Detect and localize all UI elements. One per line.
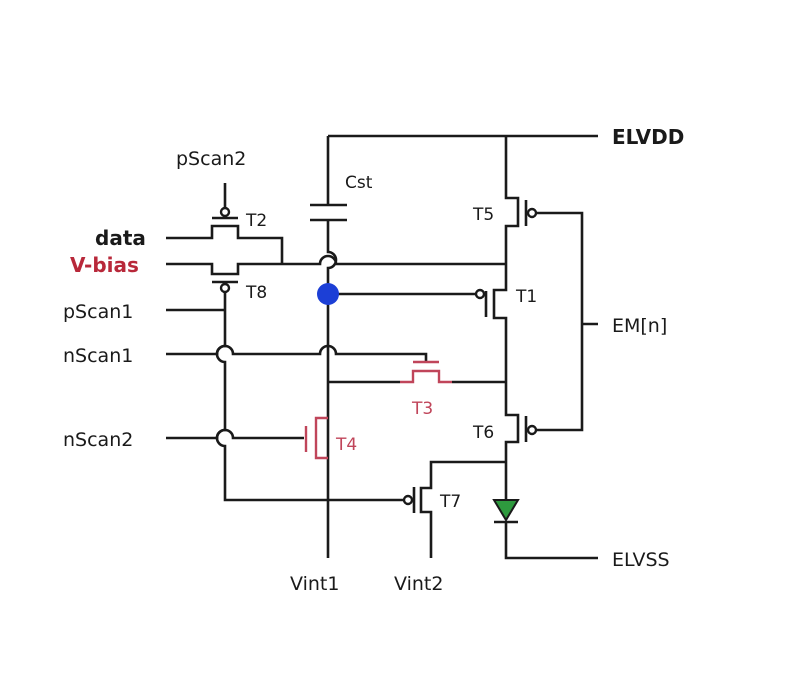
oled-diode — [492, 499, 520, 522]
t5-gate-bubble — [526, 207, 538, 219]
t2-gate — [212, 183, 238, 220]
t2-gate-bubble — [219, 206, 231, 218]
t8-label: T8 — [245, 283, 267, 303]
t3-label: T3 — [411, 399, 433, 419]
t1-gate-bubble — [474, 288, 486, 300]
nscan2-label: nScan2 — [63, 429, 133, 451]
pscan1-label: pScan1 — [63, 301, 133, 323]
cst-capacitor — [310, 203, 347, 222]
em-wire — [536, 211, 598, 432]
t7-gate-bubble — [402, 494, 414, 506]
pscan1-wire — [166, 292, 404, 502]
t7-channel — [419, 460, 506, 558]
cst-label: Cst — [345, 173, 373, 193]
t6-gate-bubble — [526, 424, 538, 436]
vbias-line — [166, 254, 506, 276]
t1-label: T1 — [515, 287, 537, 307]
t4-label: T4 — [335, 435, 357, 455]
elvdd-label: ELVDD — [612, 125, 684, 149]
vint2-label: Vint2 — [394, 573, 443, 595]
nscan1-label: nScan1 — [63, 345, 133, 367]
elvss-label: ELVSS — [612, 549, 670, 571]
t2-label: T2 — [245, 211, 267, 231]
t6-label: T6 — [472, 423, 494, 443]
cst-bottom-wire — [326, 220, 338, 540]
t5-drain-wire — [492, 136, 520, 490]
t5-label: T5 — [472, 205, 494, 225]
gate-node-dot — [317, 283, 339, 305]
nscan2-line — [166, 428, 304, 440]
em-label: EM[n] — [612, 315, 667, 337]
vbias-label: V-bias — [70, 253, 139, 277]
data-line — [166, 224, 284, 264]
pscan2-label: pScan2 — [176, 148, 246, 170]
vint1-label: Vint1 — [290, 573, 339, 595]
t7-label: T7 — [439, 492, 461, 512]
data-label: data — [95, 226, 146, 250]
t4-channel — [314, 416, 328, 460]
nscan1-line — [166, 344, 428, 362]
t8-gate-bubble — [219, 282, 231, 294]
oled-cathode — [494, 490, 598, 560]
t3-channel — [400, 369, 452, 384]
